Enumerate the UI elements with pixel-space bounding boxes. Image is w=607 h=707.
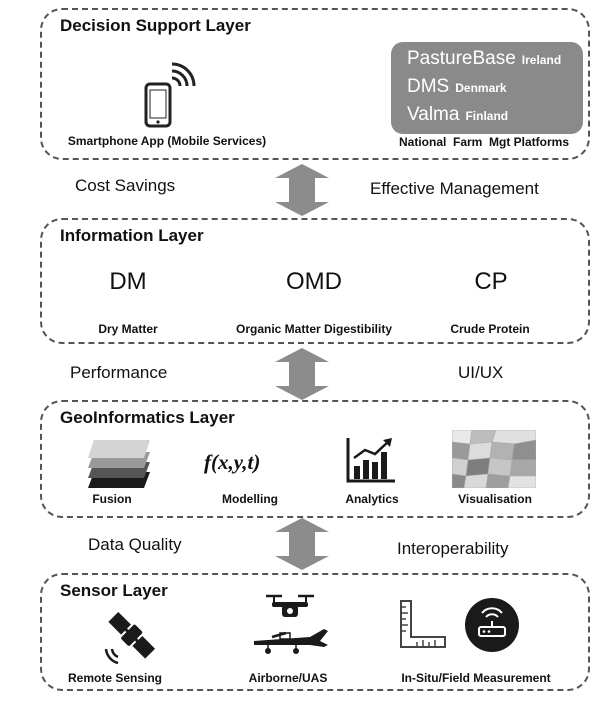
sensor-caption-remote-sensing: Remote Sensing <box>67 671 163 685</box>
drone-icon <box>266 594 314 617</box>
double-arrow-icon <box>275 518 329 570</box>
ruler-icon <box>400 600 446 648</box>
platforms-box: PastureBase Ireland DMS Denmark Valma Finla… <box>391 42 583 134</box>
smartphone-icon <box>144 62 196 128</box>
link-label-effective-management: Effective Management <box>370 179 539 198</box>
decision-layer-title: Decision Support Layer <box>60 16 251 35</box>
info-caption-crude-protein: Crude Protein <box>450 322 530 336</box>
decision-support-layer: Decision Support Layer Smartphone App (M… <box>40 8 590 160</box>
link-label-performance: Performance <box>70 363 168 382</box>
analytics-chart-icon <box>346 438 395 483</box>
platforms-caption: National Farm Mgt Platforms <box>398 135 570 149</box>
platform-name: Valma <box>407 104 460 125</box>
geoinformatics-layer: GeoInformatics Layer Fusion f(x,y,t) Mod… <box>40 400 590 518</box>
sensor-layer: Sensor Layer Remote Sensing Airborne/UAS <box>40 573 590 691</box>
function-formula: f(x,y,t) <box>204 450 261 474</box>
info-abbr-cp: CP <box>474 268 508 295</box>
platform-row: DMS Denmark <box>407 76 507 98</box>
platform-country: Denmark <box>455 81 507 95</box>
choropleth-map-icon <box>452 430 536 488</box>
layers-stack-icon <box>88 440 150 488</box>
double-arrow-icon <box>275 348 329 400</box>
link-label-interoperability: Interoperability <box>397 539 509 558</box>
smartphone-caption: Smartphone App (Mobile Services) <box>67 134 267 148</box>
platform-country: Ireland <box>521 53 562 67</box>
info-caption-omd: Organic Matter Digestibility <box>235 322 393 336</box>
sensor-caption-airborne: Airborne/UAS <box>248 671 328 685</box>
geo-caption-visualisation: Visualisation <box>458 492 532 506</box>
satellite-icon <box>104 611 156 665</box>
geo-caption-analytics: Analytics <box>345 492 399 506</box>
link-label-data-quality: Data Quality <box>88 535 182 554</box>
info-abbr-dm: DM <box>109 268 147 295</box>
geo-caption-modelling: Modelling <box>222 492 278 506</box>
link-label-cost-savings: Cost Savings <box>75 176 176 195</box>
info-abbr-omd: OMD <box>286 268 342 295</box>
airplane-icon <box>254 629 328 654</box>
geo-layer-title: GeoInformatics Layer <box>60 408 235 427</box>
platform-name: DMS <box>407 76 450 97</box>
info-caption-dry-matter: Dry Matter <box>98 322 158 336</box>
information-layer-title: Information Layer <box>60 226 204 245</box>
link-label-ui-ux: UI/UX <box>458 363 504 382</box>
sensor-caption-in-situ: In-Situ/Field Measurement <box>401 671 551 685</box>
double-arrow-icon <box>275 164 329 216</box>
geo-caption-fusion: Fusion <box>92 492 132 506</box>
wireless-sensor-icon <box>465 598 519 652</box>
platform-country: Finland <box>465 109 509 123</box>
information-layer: Information Layer DM Dry Matter OMD Orga… <box>40 218 590 344</box>
platform-name: PastureBase <box>407 48 516 69</box>
platform-row: Valma Finland <box>407 104 508 126</box>
sensor-layer-title: Sensor Layer <box>60 581 168 600</box>
platform-row: PastureBase Ireland <box>407 48 561 70</box>
